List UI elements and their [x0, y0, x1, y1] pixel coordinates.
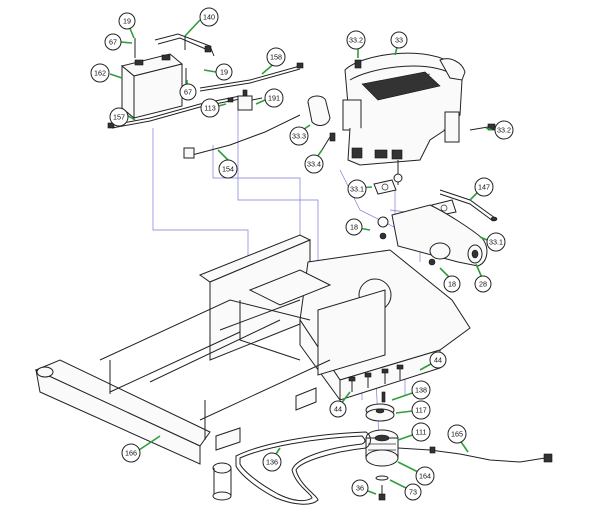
callout-162: 162 [90, 63, 110, 83]
svg-text:33.1: 33.1 [489, 238, 503, 247]
svg-text:44: 44 [334, 405, 342, 414]
svg-text:157: 157 [113, 113, 125, 122]
svg-text:164: 164 [419, 472, 431, 481]
callout-158: 158 [266, 47, 286, 67]
svg-text:28: 28 [479, 280, 487, 289]
callout-33-1: 33.1 [486, 232, 506, 252]
callout-164: 164 [415, 466, 435, 486]
clutch-wire-harness [397, 446, 553, 463]
svg-text:33.4: 33.4 [307, 160, 321, 169]
svg-text:191: 191 [268, 94, 280, 103]
callout-36: 36 [351, 479, 369, 497]
battery-cables [107, 62, 304, 159]
callout-44: 44 [329, 400, 347, 418]
svg-text:19: 19 [220, 68, 228, 77]
svg-text:138: 138 [415, 386, 427, 395]
svg-text:73: 73 [409, 488, 417, 497]
callout-73: 73 [404, 483, 422, 501]
pulley-key [381, 391, 386, 403]
mower-frame [34, 234, 471, 501]
svg-text:136: 136 [266, 458, 278, 467]
svg-text:113: 113 [204, 104, 215, 113]
svg-text:166: 166 [125, 449, 137, 458]
callout-33-2: 33.2 [494, 120, 514, 140]
starter-solenoid [227, 89, 263, 111]
callout-33: 33 [390, 31, 408, 49]
svg-text:33.2: 33.2 [349, 36, 363, 45]
svg-text:33.2: 33.2 [497, 126, 511, 135]
svg-text:18: 18 [448, 280, 456, 289]
svg-text:33: 33 [395, 36, 403, 45]
svg-text:33.1: 33.1 [350, 185, 364, 194]
callout-19: 19 [215, 63, 233, 81]
svg-text:147: 147 [478, 183, 490, 192]
callout-191: 191 [264, 88, 284, 108]
battery-hold-down-bracket [134, 33, 215, 86]
svg-text:36: 36 [356, 484, 364, 493]
callout-157: 157 [109, 107, 129, 127]
callout-67: 67 [179, 83, 197, 101]
battery [120, 53, 184, 120]
svg-text:154: 154 [222, 165, 234, 174]
svg-text:162: 162 [94, 69, 106, 78]
callout-18: 18 [443, 275, 461, 293]
oil-drain-plug [321, 132, 336, 151]
frame-bolts [348, 364, 404, 392]
callout-33-3: 33.3 [289, 126, 309, 146]
bolt-and-washer [375, 475, 389, 501]
callout-19: 19 [118, 12, 136, 30]
callout-166: 166 [121, 443, 141, 463]
callout-147: 147 [474, 177, 494, 197]
callout-28: 28 [474, 275, 492, 293]
callout-111: 111 [411, 422, 431, 442]
svg-text:140: 140 [203, 13, 215, 22]
callout-18: 18 [345, 218, 363, 236]
callout-44: 44 [429, 351, 447, 369]
svg-text:111: 111 [416, 428, 427, 437]
callout-33-2: 33.2 [346, 30, 366, 50]
callout-117: 117 [411, 400, 431, 420]
svg-text:117: 117 [415, 406, 426, 415]
callout-67: 67 [104, 33, 122, 51]
svg-text:67: 67 [184, 88, 192, 97]
oil-filter [307, 95, 331, 126]
svg-text:67: 67 [109, 38, 117, 47]
callout-154: 154 [218, 159, 238, 179]
svg-text:33.3: 33.3 [292, 132, 306, 141]
callout-136: 136 [262, 452, 282, 472]
callout-138: 138 [411, 380, 431, 400]
muffler [377, 204, 488, 267]
engine [342, 52, 466, 185]
svg-text:165: 165 [451, 430, 463, 439]
svg-text:44: 44 [434, 356, 442, 365]
engine-pulley [365, 403, 395, 422]
pto-belt [235, 431, 371, 505]
callout-113: 113 [200, 98, 220, 118]
callout-33-1: 33.1 [347, 179, 367, 199]
muffler-nut [379, 232, 436, 266]
svg-text:158: 158 [270, 53, 282, 62]
callout-140: 140 [199, 7, 219, 27]
pto-clutch [365, 429, 399, 467]
svg-text:19: 19 [123, 17, 131, 26]
callout-33-4: 33.4 [304, 154, 324, 174]
svg-text:18: 18 [350, 223, 358, 232]
callout-165: 165 [447, 424, 467, 444]
